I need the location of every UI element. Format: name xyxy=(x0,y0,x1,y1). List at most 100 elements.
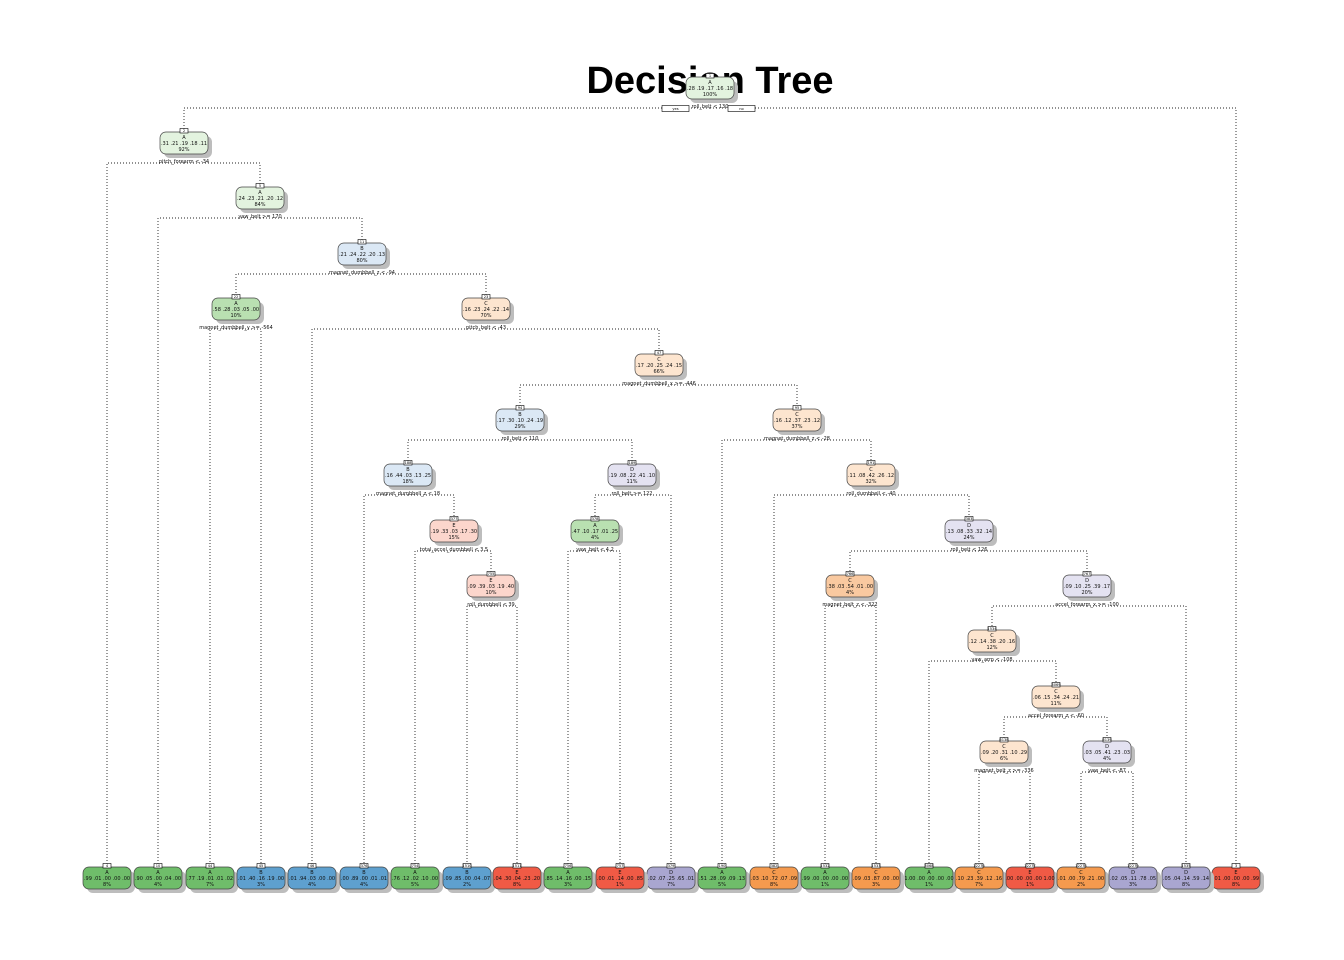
yes-branch-label: yes xyxy=(672,107,678,111)
node-probabilities: .01 .94 .03 .00 .00 xyxy=(289,876,335,882)
split-rule: yaw_arm < -108 xyxy=(971,657,1012,663)
node-id-tag xyxy=(717,863,727,869)
node-probabilities: .11 .08 .42 .26 .12 xyxy=(848,473,894,479)
node-id-label: 5 xyxy=(259,184,261,188)
node-percentage: 3% xyxy=(257,882,265,888)
node-class-label: D xyxy=(967,523,971,529)
node-class-label: B xyxy=(259,870,263,876)
node-class-label: C xyxy=(484,301,488,307)
node-percentage: 15% xyxy=(448,535,459,541)
node-id-label: 376 xyxy=(361,864,369,868)
node-percentage: 92% xyxy=(178,147,189,153)
edge-95-191 xyxy=(797,439,872,461)
node-percentage: 4% xyxy=(846,590,854,596)
node-id-tag xyxy=(769,863,779,869)
node-probabilities: .00 .00 .00 .00 1.00 xyxy=(1005,876,1054,882)
node-id-tag xyxy=(179,128,189,134)
node-percentage: 84% xyxy=(254,202,265,208)
node-percentage: 8% xyxy=(1232,882,1240,888)
node-id-tag xyxy=(1082,571,1092,577)
node-id-label: 766 xyxy=(847,572,855,576)
node-percentage: 100% xyxy=(703,92,718,98)
node-id-tag xyxy=(512,863,522,869)
edge-191-382 xyxy=(773,494,871,864)
split-rule: magnet_dumbbell_z < -28 xyxy=(764,436,830,442)
node-class-label: E xyxy=(618,870,621,876)
node-id-tag xyxy=(1181,863,1191,869)
node-percentage: 10% xyxy=(485,590,496,596)
node-id-label: 44 xyxy=(208,864,213,868)
node-class-label: C xyxy=(1002,744,1006,750)
node-probabilities: .21 .24 .22 .20 .13 xyxy=(339,252,385,258)
tree-node-4: 4A.99 .01 .00 .00 .008% xyxy=(82,863,135,893)
node-id-label: 754 xyxy=(412,864,420,868)
node-probabilities: .02 .05 .11 .78 .05 xyxy=(1110,876,1156,882)
node-class-label: C xyxy=(869,467,873,473)
node-id-tag xyxy=(820,863,830,869)
split-rule: magnet_dumbbell_x >= -446 xyxy=(622,381,696,387)
node-percentage: 29% xyxy=(514,424,525,430)
node-probabilities: .09 .20 .31 .10 .29 xyxy=(981,750,1027,756)
node-id-label: 6139 xyxy=(1102,738,1112,742)
node-class-label: D xyxy=(1131,870,1135,876)
node-class-label: C xyxy=(977,870,981,876)
edge-6138-12277 xyxy=(1004,771,1031,864)
node-probabilities: .01 .00 .00 .00 .99 xyxy=(1213,876,1259,882)
node-id-tag xyxy=(403,460,413,466)
edge-11-23 xyxy=(362,273,487,295)
node-id-tag xyxy=(462,863,472,869)
node-id-label: 12277 xyxy=(1024,864,1035,868)
tree-node-10: 10A.90 .05 .00 .04 .004% xyxy=(133,863,186,893)
node-percentage: 7% xyxy=(206,882,214,888)
node-probabilities: .16 .44 .03 .13 .25 xyxy=(385,473,431,479)
node-id-tag xyxy=(153,863,163,869)
node-class-label: C xyxy=(1054,689,1058,695)
node-probabilities: .09 .39 .03 .19 .40 xyxy=(468,584,514,590)
node-id-label: 3068 xyxy=(924,864,934,868)
node-id-tag xyxy=(871,863,881,869)
node-class-label: E xyxy=(1028,870,1031,876)
node-class-label: D xyxy=(1105,744,1109,750)
edge-378-757 xyxy=(595,550,621,864)
split-rule: pitch_belt < -43 xyxy=(466,325,506,331)
node-id-label: 47 xyxy=(657,351,662,355)
edge-1-3 xyxy=(710,107,1237,864)
node-percentage: 1% xyxy=(821,882,829,888)
node-probabilities: .58 .28 .03 .05 .00 xyxy=(213,307,259,313)
edge-766-1532 xyxy=(824,605,850,864)
node-class-label: B xyxy=(465,870,469,876)
node-percentage: 24% xyxy=(963,535,974,541)
node-id-label: 6138 xyxy=(999,738,1009,742)
node-class-label: A xyxy=(234,301,238,307)
node-probabilities: .01 .00 .79 .21 .00 xyxy=(1058,876,1104,882)
node-id-tag xyxy=(449,516,459,522)
node-id-label: 1532 xyxy=(820,864,829,868)
node-class-label: A xyxy=(156,870,160,876)
split-rule: magnet_dumbbell_z < 18 xyxy=(376,491,440,497)
split-rule: yaw_belt < 4.2 xyxy=(576,547,614,553)
node-id-label: 382 xyxy=(771,864,778,868)
node-id-tag xyxy=(481,294,491,300)
node-percentage: 2% xyxy=(463,882,471,888)
node-id-label: 767 xyxy=(1084,572,1091,576)
tree-node-47: 47C.17 .20 .25 .24 .1566%magnet_dumbbell… xyxy=(622,350,696,387)
node-id-tag xyxy=(255,183,265,189)
split-rule: magnet_belt_z >= -336 xyxy=(974,768,1033,774)
